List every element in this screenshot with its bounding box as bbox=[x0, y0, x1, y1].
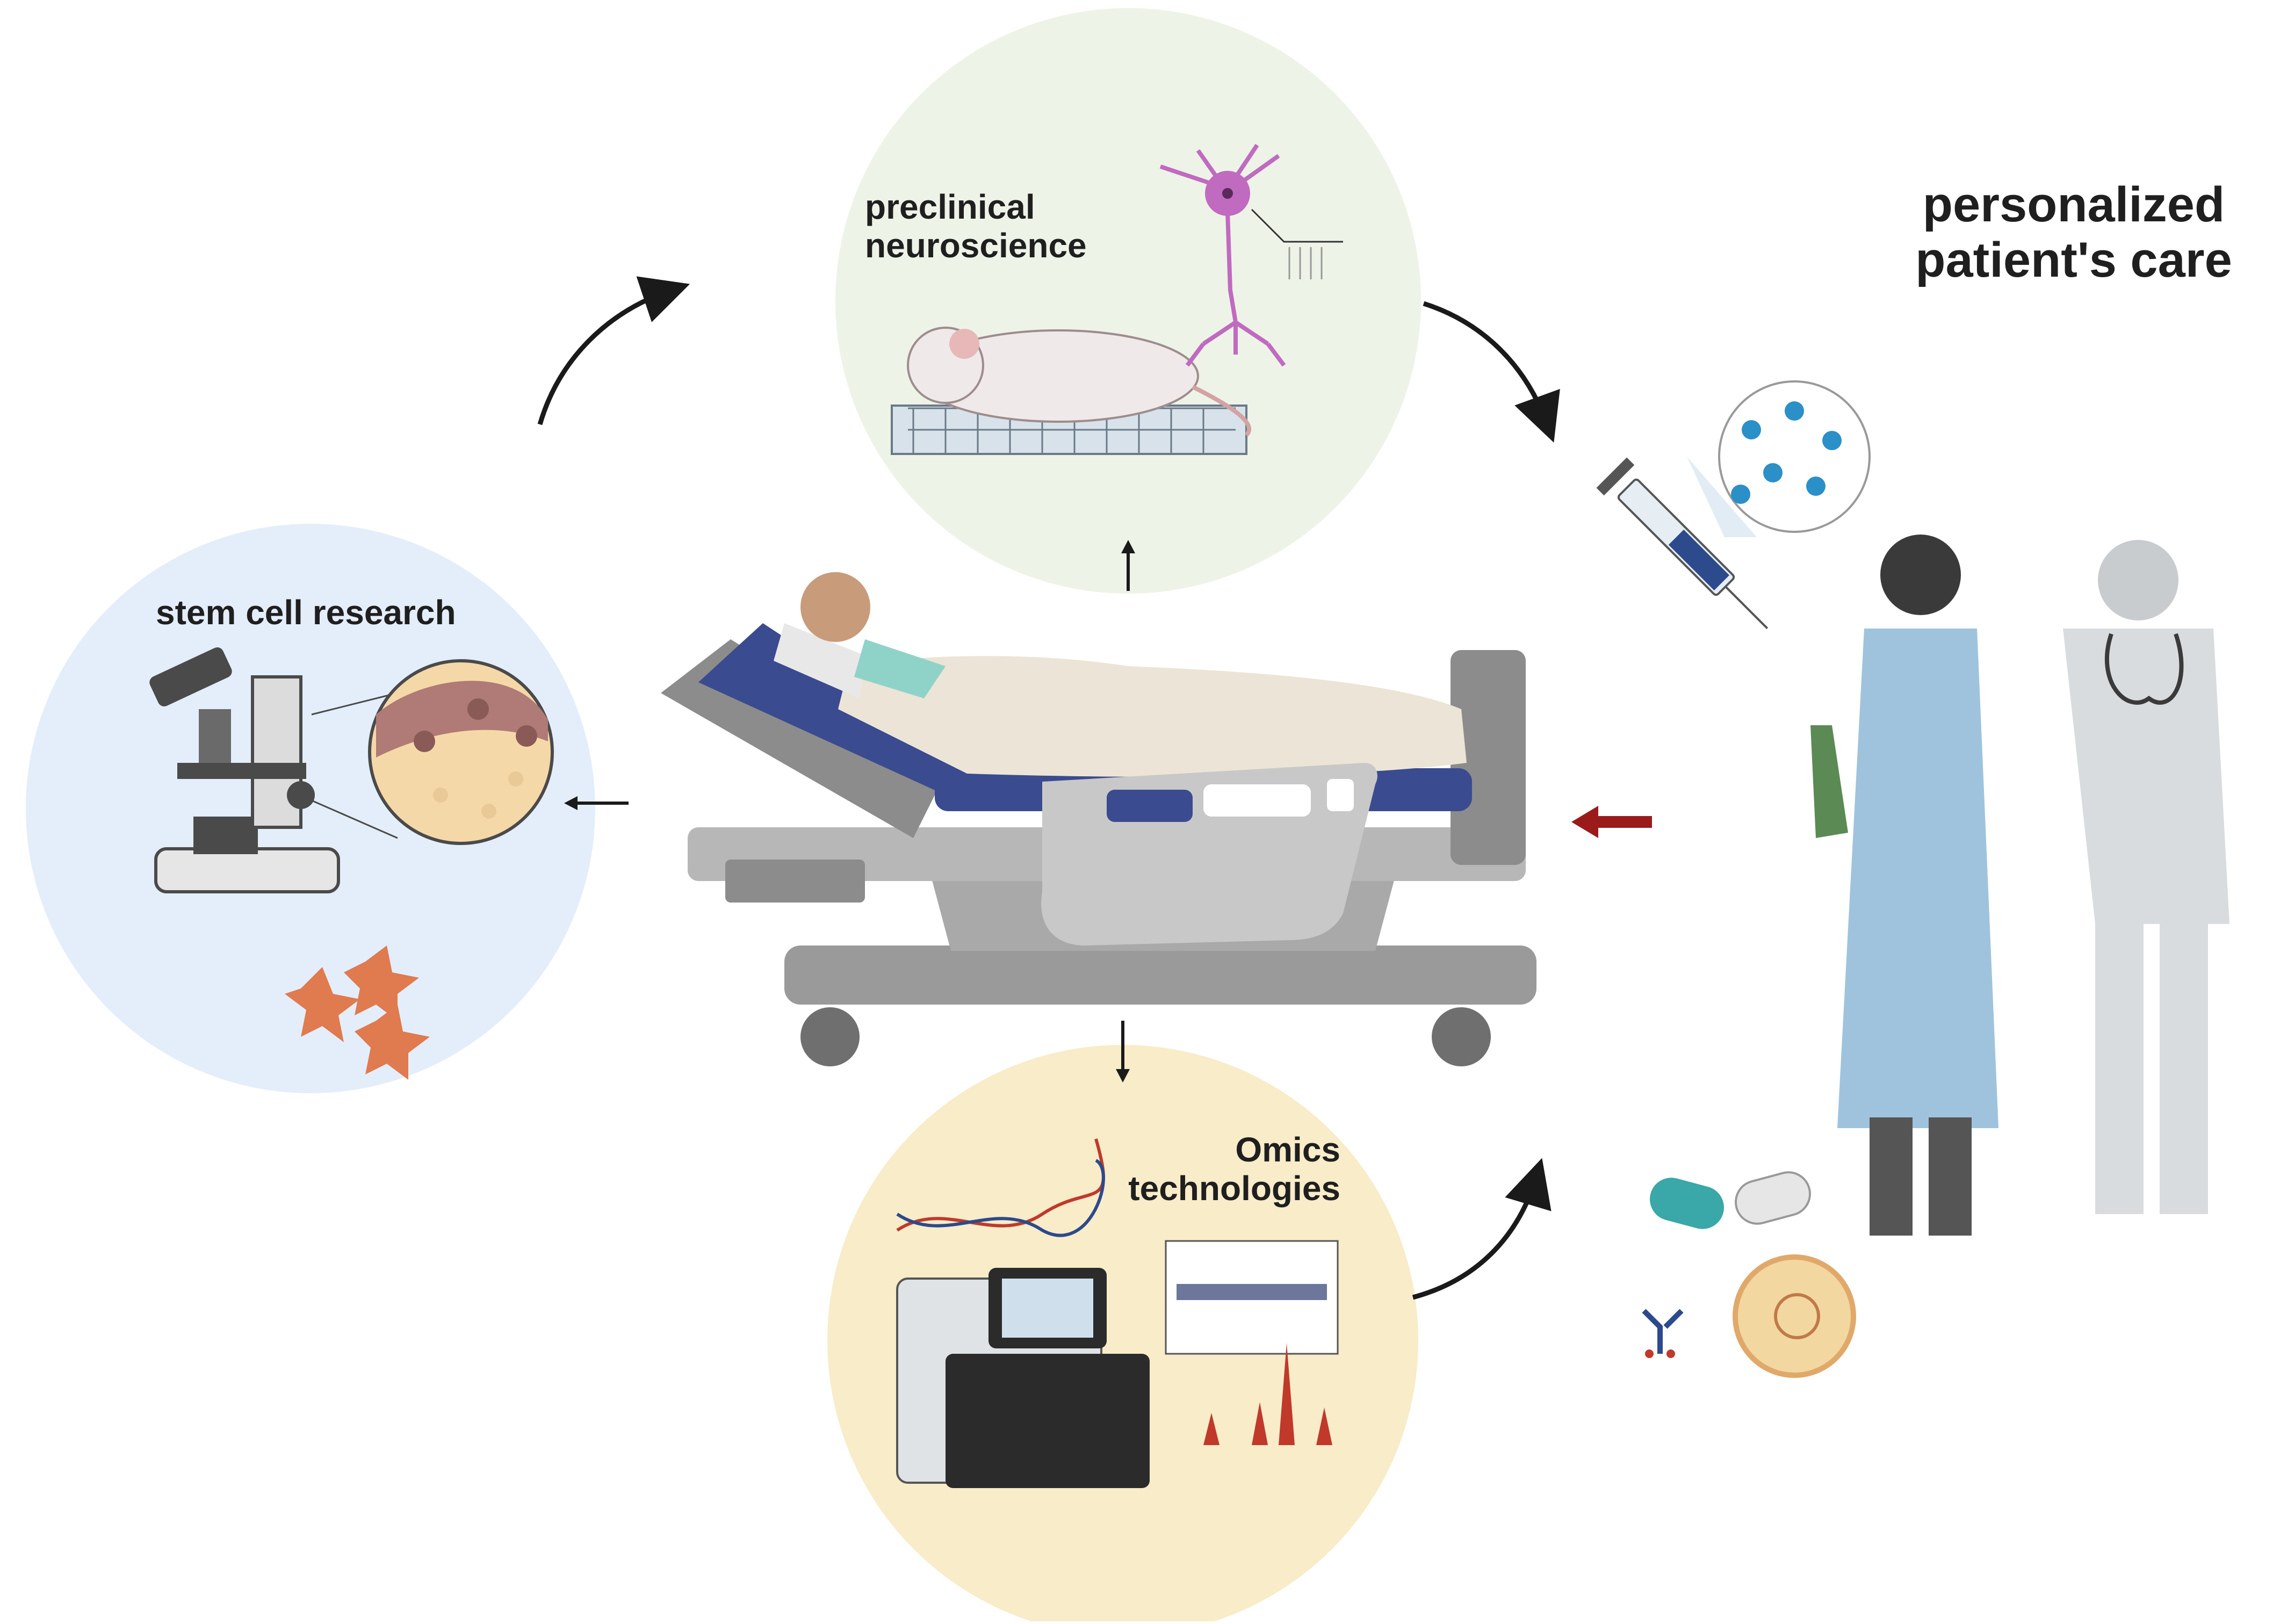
microscope-icon bbox=[149, 647, 340, 893]
sequencer-icon bbox=[896, 1268, 1150, 1488]
arrow-bed-to-preclinical bbox=[1121, 540, 1135, 591]
scientist-icon bbox=[1810, 535, 1998, 1236]
capsule-icon bbox=[1650, 1171, 1811, 1229]
cell-culture-icon bbox=[285, 945, 430, 1080]
omics-line-1: Omics bbox=[1235, 1130, 1340, 1169]
virus-icon bbox=[1733, 1254, 1856, 1378]
preclinical-circle bbox=[835, 8, 1421, 594]
title-line-1: personalized bbox=[1922, 177, 2225, 232]
rat-icon bbox=[891, 327, 1252, 455]
neuron-icon bbox=[1159, 143, 1343, 367]
arrow-omics-to-care bbox=[1412, 1158, 1552, 1300]
doctor-icon bbox=[2063, 540, 2230, 1214]
title-line-2: patient's care bbox=[1915, 233, 2232, 288]
arrow-stem-to-preclinical bbox=[537, 276, 690, 425]
preclinical-line-2: neuroscience bbox=[865, 226, 1087, 265]
omics-label: Omics technologies bbox=[1115, 1130, 1340, 1208]
syringe-icon bbox=[1596, 457, 1769, 630]
antibody-icon bbox=[1642, 1309, 1684, 1358]
gel-blot-icon bbox=[1165, 1240, 1339, 1355]
cell-zoom-icon bbox=[311, 659, 554, 845]
omics-line-2: technologies bbox=[1128, 1168, 1340, 1208]
title: personalized patient's care bbox=[1827, 177, 2280, 288]
arrow-bed-to-omics bbox=[1116, 1021, 1130, 1082]
arrow-care-to-bed bbox=[1571, 806, 1652, 838]
arrow-bed-to-stem-cell bbox=[564, 796, 629, 810]
nanoparticle-icon bbox=[1687, 380, 1871, 537]
dna-helix-icon bbox=[896, 1138, 1105, 1237]
patient-bed-icon bbox=[661, 572, 1536, 1066]
preclinical-label: preclinical neuroscience bbox=[865, 187, 1087, 265]
arrow-preclinical-to-care bbox=[1423, 301, 1560, 443]
stem-cell-label: stem cell research bbox=[156, 593, 456, 632]
preclinical-line-1: preclinical bbox=[865, 187, 1035, 226]
